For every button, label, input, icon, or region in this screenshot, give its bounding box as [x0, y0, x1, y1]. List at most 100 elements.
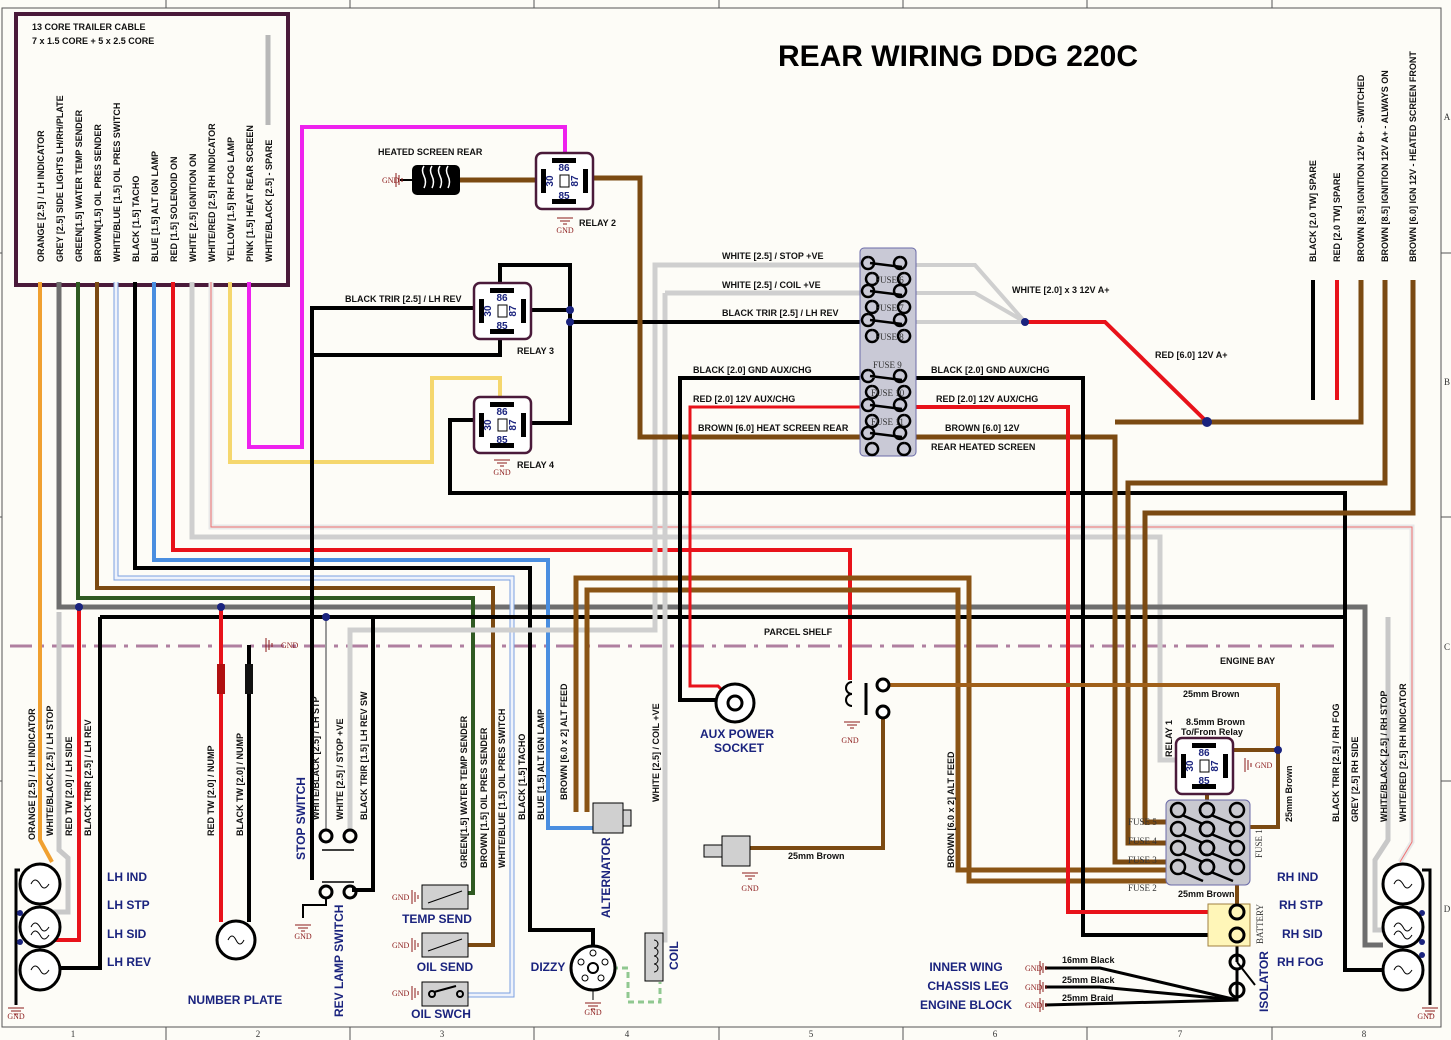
- wire-label: RED [2.0] 12V AUX/CHG: [693, 394, 795, 404]
- component-label-number-plate: NUMBER PLATE: [188, 993, 282, 1007]
- fuse-link: [1181, 832, 1204, 845]
- wire-black-gnd-aux: [678, 376, 868, 702]
- wire-label: REAR HEATED SCREEN: [931, 442, 1035, 452]
- wire-rh-lamp-ground: [1422, 868, 1432, 1005]
- wire-red-aux: [688, 405, 868, 705]
- ground-icon: [1039, 980, 1047, 994]
- fuse-label-f5: FUSE 5: [1128, 817, 1157, 827]
- wire-label: ENGINE BAY: [1220, 656, 1275, 666]
- aux-power-socket[interactable]: [714, 682, 756, 724]
- ground-label: GND: [1025, 1001, 1043, 1010]
- wire-label: BLACK TRIR [2.5] / LH REV: [83, 719, 93, 836]
- wire-label: BROWN [6.0] HEAT SCREEN REAR: [698, 423, 849, 433]
- wire-label: 25mm Brown: [1178, 889, 1235, 899]
- fuse-terminal: [864, 312, 908, 344]
- fuse-terminal: [1198, 801, 1216, 819]
- ground-label: GND: [1255, 761, 1273, 770]
- ground-label: GND: [294, 932, 312, 941]
- wire-label: 25mm Brown: [1183, 689, 1240, 699]
- front-core-label: BROWN [8.5] IGNITION 12V A+ - ALWAYS ON: [1380, 70, 1390, 262]
- front-core-label: BLACK [2.0 TW] SPARE: [1308, 160, 1318, 262]
- wire-25mm-black: [1045, 985, 1238, 1002]
- trailer-core-label: RED [1.5] SOLENOID ON: [169, 156, 179, 262]
- rh-lamp: [1381, 905, 1425, 949]
- relay-2-label: RELAY 2: [579, 218, 616, 228]
- fuse-terminal: [864, 425, 908, 457]
- wire-label: WHITE [2.5] / COIL +VE: [651, 703, 661, 802]
- ground-label: GND: [841, 736, 859, 745]
- starter-motor: [703, 835, 751, 867]
- wire-brown-fuse1: [1215, 748, 1280, 829]
- wire-label: WHITE [2.5] / STOP +VE: [335, 719, 345, 820]
- wire-black-main-ground: [100, 615, 1383, 972]
- wire-brown-heat-screen-rear: [593, 175, 868, 440]
- fuse-terminal: [1228, 858, 1246, 876]
- ground-label: GND: [584, 1008, 602, 1017]
- fuse-label-f1: FUSE 1: [1254, 829, 1264, 858]
- wire-black-lh-rev: [55, 617, 102, 970]
- wire-black-rh-fog: [448, 418, 1347, 617]
- wire-label: RED [6.0] 12V A+: [1155, 350, 1227, 360]
- relay-pin-87: 87: [508, 419, 519, 431]
- fuse-label-f11: FUSE 11: [871, 417, 904, 427]
- component-label-oil-send: OIL SEND: [417, 960, 474, 974]
- lh-lamp: [18, 905, 62, 949]
- fuse-terminal: [1169, 858, 1187, 876]
- fuse-terminal: [1228, 839, 1246, 857]
- grid-column-number: 8: [1362, 1029, 1367, 1039]
- trailer-core-label: WHITE/BLUE [1.5] OIL PRES SWITCH: [112, 103, 122, 262]
- ground-label: GND: [1025, 964, 1043, 973]
- oil-pressure-switch: [421, 981, 469, 1007]
- lh-lamp: [18, 948, 62, 992]
- wire-label: BLACK TRIR [2.5] / LH REV: [345, 294, 462, 304]
- ground-icon: [742, 872, 758, 880]
- wire-label: BLACK TW [2.0] / NUMP: [235, 733, 245, 836]
- grid-row-letter: A: [1444, 112, 1451, 122]
- wire-red-12v-a-plus: [1025, 320, 1209, 424]
- wire-label: WHITE/BLACK [2.5] / LH STP: [311, 697, 321, 821]
- ignition-coil: [644, 932, 664, 982]
- ground-label: GND: [392, 941, 410, 950]
- grid-column-number: 3: [440, 1029, 445, 1039]
- wire-label: WHITE/RED [2.5] RH INDICATOR: [1398, 683, 1408, 822]
- relay-pin-87: 87: [570, 175, 581, 187]
- relay-pin-85: 85: [1198, 776, 1210, 787]
- ground-label: GND: [7, 1012, 25, 1021]
- ground-icon: [1244, 758, 1252, 772]
- fuse-link: [1181, 813, 1204, 826]
- wire-brown-oil-sender: [95, 282, 495, 947]
- fuse-label-f10: FUSE 10: [871, 388, 905, 398]
- grid-row-letter: B: [1444, 377, 1450, 387]
- wire-label: To/From Relay: [1181, 727, 1243, 737]
- rev-lamp-switch-label: REV LAMP SWITCH: [332, 905, 346, 1017]
- fuse-label-f4: FUSE 4: [1128, 836, 1157, 846]
- ground-icon: [1039, 998, 1047, 1012]
- fuse-terminal: [1198, 839, 1216, 857]
- wire-black-gnd-aux-right: [905, 376, 1237, 937]
- wire-brown-heated-front: [1142, 280, 1416, 825]
- grid-column-number: 2: [256, 1029, 261, 1039]
- number-plate-lamp: [215, 919, 257, 961]
- stop-switch[interactable]: [318, 828, 358, 851]
- distributor: [569, 944, 617, 1000]
- lh-lamp-label: LH STP: [107, 898, 150, 912]
- ground-label: GND: [392, 989, 410, 998]
- ground-label: GND: [281, 641, 299, 650]
- wire-brown-b-plus: [1115, 280, 1364, 425]
- relay-pin-86: 86: [496, 407, 508, 418]
- wire-white-red-stripe: [210, 282, 1413, 863]
- ground-icon: [395, 173, 403, 187]
- ground-icon: [1422, 1007, 1438, 1015]
- wire-red-aux-right: [905, 405, 1237, 914]
- connector-black: [245, 664, 253, 694]
- isolator-switch[interactable]: [1228, 953, 1256, 999]
- wire-label: WHITE/BLACK [2.5] / RH STOP: [1379, 691, 1389, 822]
- rev-lamp-switch[interactable]: [302, 881, 358, 918]
- ground-label: GND: [392, 893, 410, 902]
- relay-pin-30: 30: [483, 419, 494, 431]
- wire-label: 25mm Brown: [788, 851, 845, 861]
- trailer-core-label: YELLOW [1.5] RH FOG LAMP: [226, 137, 236, 262]
- wire-black-relay-bridge: [498, 263, 572, 425]
